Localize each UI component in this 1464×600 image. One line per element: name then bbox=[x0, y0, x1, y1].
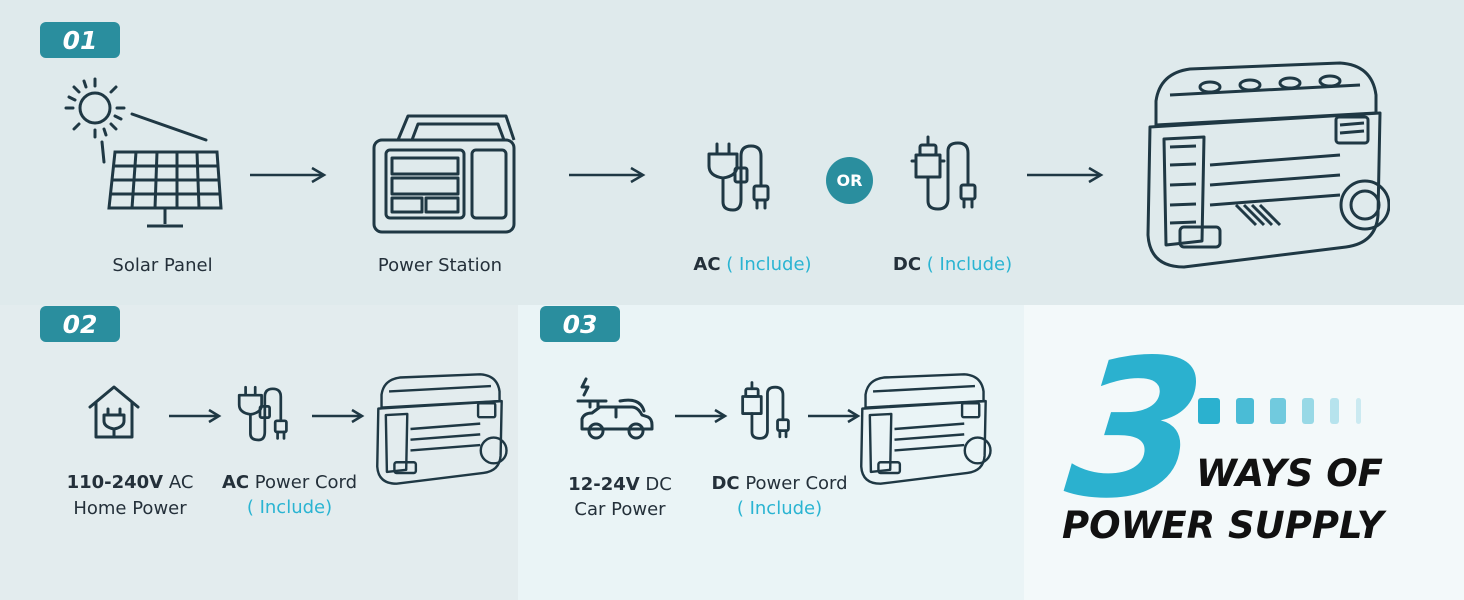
decor-dot bbox=[1236, 398, 1254, 424]
step2-panel bbox=[0, 305, 518, 600]
decor-dot bbox=[1356, 398, 1361, 424]
solar-panel-label: Solar Panel bbox=[112, 255, 213, 276]
dc-plug-icon bbox=[738, 380, 800, 444]
home-power-label: 110-240V AC bbox=[66, 472, 194, 493]
car-icon bbox=[576, 375, 656, 445]
power-station-label: Power Station bbox=[377, 255, 503, 276]
arrow-icon bbox=[1025, 165, 1105, 185]
arrow-icon bbox=[673, 408, 729, 424]
decor-dot bbox=[1270, 398, 1286, 424]
fridge-icon bbox=[372, 370, 508, 488]
fridge-icon bbox=[1140, 55, 1390, 275]
decor-dot bbox=[1302, 398, 1314, 424]
sun-ray-icon bbox=[98, 140, 108, 165]
car-power-line2: Car Power bbox=[574, 499, 666, 520]
headline-number: 3 bbox=[1058, 319, 1214, 540]
ac-plug-icon bbox=[705, 140, 785, 215]
arrow-icon bbox=[248, 165, 328, 185]
step1-badge: 01 bbox=[40, 22, 120, 58]
headline-line1: WAYS OF bbox=[1196, 452, 1383, 495]
fridge-icon bbox=[856, 370, 992, 488]
arrow-icon bbox=[806, 408, 862, 424]
decor-dot bbox=[1330, 398, 1339, 424]
power-station-icon bbox=[368, 110, 518, 235]
dc-power-cord-include: ( Include) bbox=[736, 498, 823, 519]
headline-line2: POWER SUPPLY bbox=[1062, 504, 1384, 547]
headline-panel bbox=[1024, 305, 1464, 600]
dc-power-cord-label: DC Power Cord bbox=[711, 473, 848, 494]
home-power-line2: Home Power bbox=[73, 498, 187, 519]
car-power-label: 12-24V DC bbox=[568, 474, 672, 495]
decor-dot bbox=[1198, 398, 1220, 424]
step2-badge: 02 bbox=[40, 306, 120, 342]
ac-include-label: AC ( Include) bbox=[693, 254, 812, 275]
arrow-icon bbox=[310, 408, 366, 424]
dc-plug-icon bbox=[910, 135, 990, 215]
ac-power-cord-label: AC Power Cord bbox=[221, 472, 358, 493]
ac-power-cord-include: ( Include) bbox=[246, 497, 333, 518]
arrow-icon bbox=[567, 165, 647, 185]
sun-ray-icon bbox=[130, 110, 210, 145]
solar-panel-icon bbox=[105, 150, 225, 232]
dc-include-label: DC ( Include) bbox=[892, 254, 1013, 275]
sun-icon bbox=[60, 75, 130, 145]
arrow-icon bbox=[167, 408, 223, 424]
ac-plug-icon bbox=[236, 383, 300, 445]
house-icon bbox=[86, 383, 142, 441]
step3-badge: 03 bbox=[540, 306, 620, 342]
or-badge: OR bbox=[826, 157, 873, 204]
step3-panel bbox=[518, 305, 1024, 600]
